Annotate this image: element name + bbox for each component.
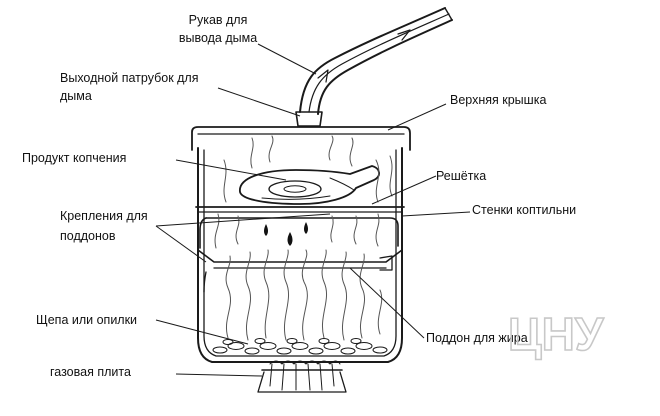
smoke-curls [214,135,393,341]
label-walls: Стенки коптильни [472,203,576,217]
label-product: Продукт копчения [22,151,126,165]
label-top-lid: Верхняя крышка [450,93,546,107]
leader-lines [155,43,471,377]
label-mounts-line2: поддонов [60,229,116,243]
smoker-walls [197,147,403,363]
tray-mount-upper [199,217,399,249]
top-lid [191,126,411,151]
label-fat-tray: Поддон для жира [426,331,528,345]
smoke-sleeve [299,7,453,115]
smoked-product [239,165,380,205]
label-chips: Щепа или опилки [36,313,137,327]
label-sleeve-line2: вывода дыма [179,31,257,45]
label-sleeve-line1: Рукав для [189,13,248,27]
fat-drops [264,222,308,246]
wood-chips [212,338,388,355]
labels: Рукав для вывода дыма Выходной патрубок … [22,13,576,379]
grate [195,206,405,213]
label-gas-stove: газовая плита [50,365,131,379]
outlet-pipe [295,111,323,127]
label-outlet-line1: Выходной патрубок для [60,71,199,85]
label-mounts-line1: Крепления для [60,209,148,223]
gas-burner [257,360,347,393]
label-grate: Решётка [436,169,486,183]
fat-tray [197,249,403,293]
watermark-logo: ЦНУ [508,308,605,360]
label-outlet-line2: дыма [60,89,92,103]
